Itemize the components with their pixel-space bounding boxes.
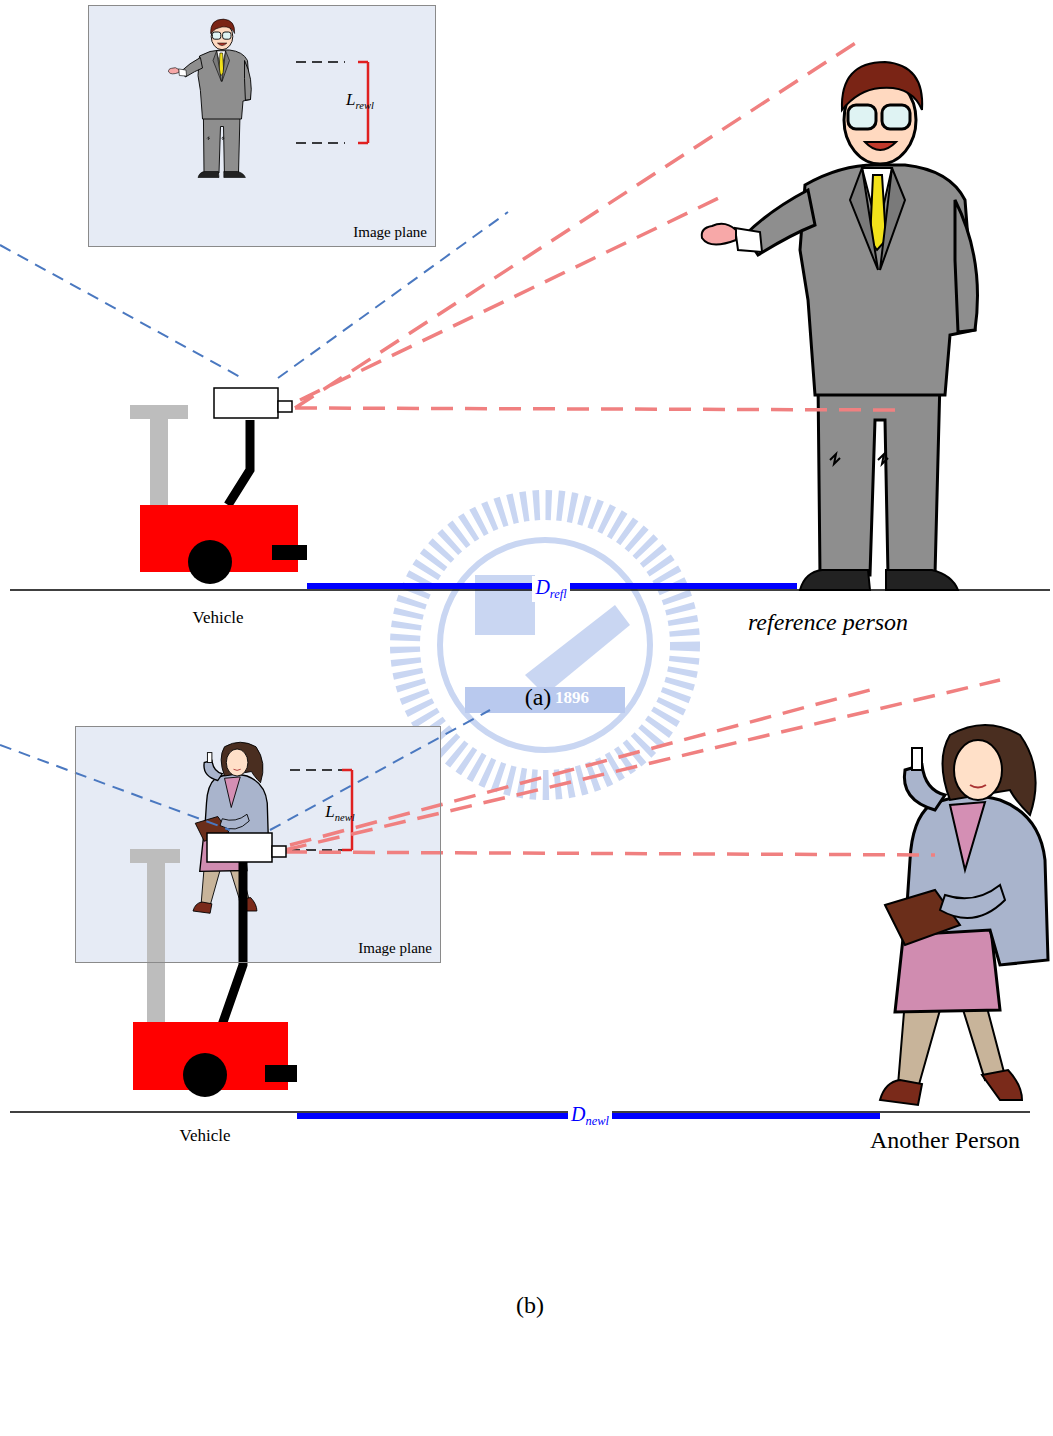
bracket (296, 62, 345, 143)
size-label: Lrewl (346, 91, 374, 111)
mini-woman (193, 742, 269, 913)
panel-label: (b) (516, 1292, 544, 1318)
image-plane: LnewlImage plane (75, 726, 441, 963)
person-label: Another Person (870, 1127, 1020, 1153)
sight-lines (295, 40, 905, 410)
image-plane-label: Image plane (358, 940, 432, 957)
ground (10, 1111, 1030, 1113)
another-person (880, 725, 1048, 1105)
size-bracket (342, 770, 352, 850)
vehicle-label: Vehicle (180, 1127, 231, 1146)
image-plane-ground (88, 5, 436, 247)
mini-man (169, 19, 252, 177)
vehicle (130, 833, 297, 1097)
ground (10, 589, 1050, 591)
vehicle (130, 388, 307, 584)
size-label: Lnewl (325, 803, 354, 823)
image-plane-label: Image plane (353, 224, 427, 241)
image-plane: LrewlImage plane (88, 5, 436, 247)
logo-watermark (405, 505, 685, 785)
reference-person (702, 62, 978, 590)
distance-label: Drefl (532, 576, 569, 602)
field-of-view (0, 212, 508, 378)
sight-lines (285, 680, 1000, 855)
person-label: reference person (748, 609, 908, 635)
distance-label: Dnewl (568, 1103, 612, 1129)
watermark-year: 1896 (555, 689, 589, 708)
image-plane-ground (75, 726, 441, 963)
panel-label: (a) (525, 684, 552, 710)
vehicle-label: Vehicle (193, 609, 244, 628)
field-of-view (0, 710, 490, 830)
